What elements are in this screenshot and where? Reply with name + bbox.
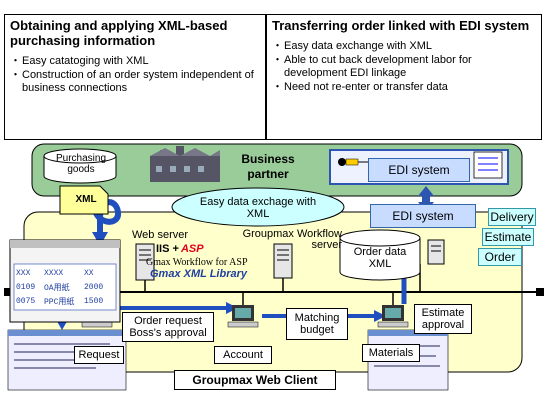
materials-box: Materials [362, 344, 420, 362]
asp-text: ASP [180, 243, 204, 255]
right-bullet-1: Easy data exchange with XML [272, 40, 536, 53]
table-cell: PPC用紙 [44, 297, 75, 307]
iis-prefix: IIS + [156, 243, 179, 255]
goods-cylinder [43, 156, 117, 184]
table-cell: 1500 [84, 296, 104, 306]
table-row: 0109 OA用紙 2000 [16, 280, 114, 294]
account-box: Account [214, 346, 272, 364]
left-panel-title: Obtaining and applying XML-based purchas… [10, 18, 228, 48]
right-panel-title: Transferring order linked with EDI syste… [272, 18, 530, 33]
pc-icon-materials [377, 305, 409, 328]
workflow-server-label: Groupmax Workflow server [242, 228, 342, 251]
web-server-icon [135, 243, 155, 281]
table-cell: XXX [16, 268, 31, 278]
table-row: 0075 PPC用紙 1500 [16, 294, 114, 308]
edi-doc-icon [473, 151, 503, 179]
web-client-label: Groupmax Web Client [174, 370, 336, 390]
business-partner-label: Business partner [241, 152, 295, 181]
order-doc: Order [478, 248, 522, 266]
workflow-server-icon [273, 243, 293, 279]
delivery-doc: Delivery [488, 208, 536, 226]
estimate-doc: Estimate [482, 228, 534, 246]
order-request-box: Order request Boss's approval [122, 312, 214, 342]
purchasing-goods-label: Purchasing goods [55, 153, 107, 175]
exchange-bubble [171, 187, 345, 227]
xml-curve-arrowhead [92, 232, 108, 246]
edi-system-top: EDI system [368, 158, 470, 182]
table-cell: 0075 [16, 296, 36, 306]
table-cell: XX [84, 268, 94, 278]
left-bullet-1: Easy catatoging with XML [10, 55, 260, 68]
goods-cylinder-top [43, 148, 117, 164]
network-end-right [536, 288, 544, 296]
xml-document-label: XML [75, 194, 97, 205]
network-end-left [4, 288, 12, 296]
order-table: XXX XXXX XX 0109 OA用紙 2000 0075 PPC用紙 15… [16, 266, 114, 308]
flow-arrow-3-head [374, 310, 386, 322]
edi-arrow-up-down [418, 186, 434, 204]
xml-document-shape [59, 185, 109, 215]
browser-window [9, 239, 121, 323]
edi-system-bottom: EDI system [370, 204, 476, 228]
factory-icon [150, 146, 220, 182]
db-server-icon [427, 239, 445, 265]
web-server-label: Web server [132, 229, 189, 241]
order-db-cylinder [339, 238, 421, 281]
table-row: XXX XXXX XX [16, 266, 114, 280]
screenshot-thumb-left [7, 329, 127, 391]
order-data-label: Order data XML [353, 246, 407, 270]
request-box: Request [74, 346, 124, 364]
table-cell: XXXX [44, 268, 64, 278]
table-cell: 0109 [16, 282, 36, 292]
gmax-lib-label: Gmax XML Library [150, 268, 247, 280]
easy-exchange-label: Easy data exchage with XML [199, 196, 317, 220]
estimate-approval-box: Estimate approval [414, 304, 472, 334]
right-bullet-3: Need not re-enter or transfer data [272, 81, 536, 94]
left-bullet-2: Construction of an order system independ… [10, 69, 260, 95]
right-info-panel: Transferring order linked with EDI syste… [266, 14, 542, 140]
right-bullet-2: Able to cut back development labor for d… [272, 54, 536, 80]
pc-icon-account [227, 305, 259, 328]
table-cell: OA用紙 [44, 283, 70, 293]
matching-budget-box: Matching budget [286, 308, 348, 340]
table-cell: 2000 [84, 282, 104, 292]
order-db-top [339, 229, 421, 247]
gmax-asp-label: Gmax Workflow for ASP [146, 257, 248, 268]
iis-asp-label: IIS +ASP [156, 243, 226, 255]
left-info-panel: Obtaining and applying XML-based purchas… [4, 14, 266, 140]
